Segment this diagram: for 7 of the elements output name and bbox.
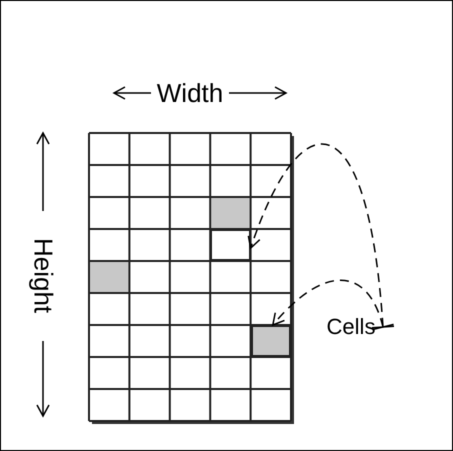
callout-text: Cells <box>319 313 383 341</box>
dimension-label: Height <box>28 237 59 316</box>
leader-line <box>248 144 395 329</box>
leader-line <box>272 280 394 331</box>
dimension-label: Width <box>156 77 224 109</box>
grid-cell <box>210 229 251 261</box>
grid-cell <box>250 325 291 357</box>
